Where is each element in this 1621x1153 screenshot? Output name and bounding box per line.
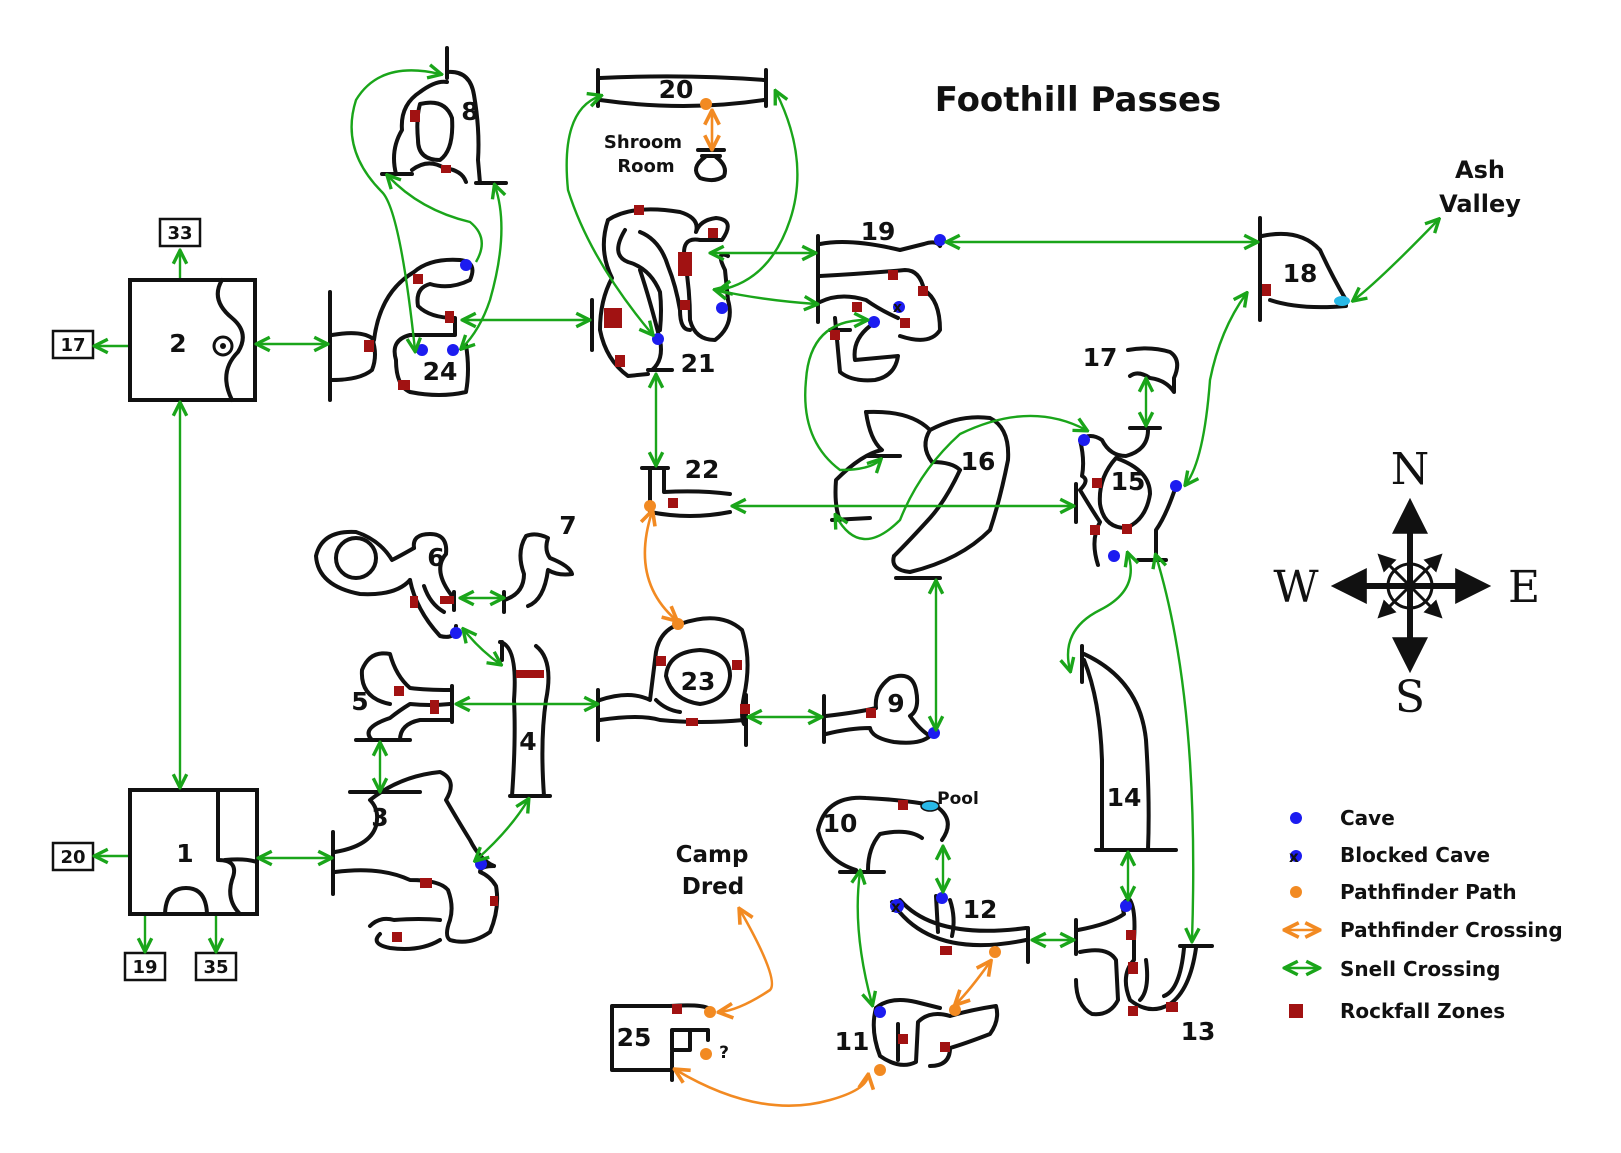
room-4[interactable]: 4 — [498, 640, 552, 798]
room-19[interactable]: x 19 — [816, 217, 946, 383]
svg-text:12: 12 — [963, 895, 998, 924]
svg-text:Rockfall Zones: Rockfall Zones — [1340, 999, 1505, 1023]
svg-text:10: 10 — [823, 809, 858, 838]
pathfinder-crossings — [645, 112, 990, 1107]
camp-dred-label[interactable]: Camp Dred — [676, 842, 749, 900]
room-23[interactable]: 23 — [596, 616, 750, 747]
room-5[interactable]: 5 — [351, 651, 454, 742]
svg-text:20: 20 — [659, 75, 694, 104]
svg-text:5: 5 — [351, 687, 368, 716]
room-18[interactable]: 18 — [1258, 216, 1350, 322]
compass-north: N — [1391, 444, 1430, 495]
svg-text:23: 23 — [681, 667, 716, 696]
svg-text:25: 25 — [617, 1023, 652, 1052]
room-7[interactable]: 7 — [502, 511, 577, 614]
svg-text:13: 13 — [1181, 1017, 1216, 1046]
svg-text:17: 17 — [60, 335, 85, 356]
svg-text:Camp: Camp — [676, 842, 749, 868]
svg-text:2: 2 — [169, 329, 186, 358]
room-1[interactable]: 1 — [128, 788, 259, 916]
svg-text:18: 18 — [1283, 259, 1318, 288]
room-24[interactable]: 24 — [328, 257, 475, 402]
svg-text:6: 6 — [427, 543, 444, 572]
svg-text:8: 8 — [461, 97, 478, 126]
room-3[interactable]: 3 — [331, 770, 500, 951]
exit-19[interactable]: 19 — [123, 951, 167, 982]
room-10[interactable]: 10 Pool — [816, 789, 979, 874]
svg-text:22: 22 — [685, 455, 720, 484]
svg-text:Dred: Dred — [682, 874, 745, 900]
svg-text:3: 3 — [371, 803, 388, 832]
room-14[interactable]: 14 — [1080, 644, 1178, 852]
svg-text:35: 35 — [203, 957, 228, 978]
legend-cave: Cave — [1290, 806, 1395, 830]
compass-west: W — [1273, 562, 1319, 613]
map-title: Foothill Passes — [935, 80, 1222, 120]
svg-text:Snell Crossing: Snell Crossing — [1340, 957, 1500, 981]
legend-snell-crossing: Snell Crossing — [1286, 957, 1500, 981]
svg-text:7: 7 — [559, 511, 576, 540]
room-17[interactable]: 17 — [1083, 343, 1180, 394]
svg-text:14: 14 — [1107, 783, 1142, 812]
room-13[interactable]: 13 — [1074, 898, 1216, 1046]
svg-text:9: 9 — [887, 689, 904, 718]
exit-33[interactable]: 33 — [158, 217, 202, 248]
room-16[interactable]: 16 — [830, 409, 1011, 580]
svg-text:21: 21 — [681, 349, 716, 378]
svg-text:Cave: Cave — [1340, 806, 1395, 830]
exit-35[interactable]: 35 — [194, 951, 238, 982]
room-15[interactable]: 15 — [1074, 426, 1182, 567]
svg-text:20: 20 — [60, 847, 85, 868]
room-20[interactable]: 20 — [596, 68, 768, 110]
exit-20[interactable]: 20 — [51, 841, 95, 872]
svg-text:x: x — [891, 898, 901, 916]
svg-text:1: 1 — [176, 839, 193, 868]
legend: Cave x Blocked Cave Pathfinder Path Path… — [1286, 806, 1563, 1023]
legend-pathfinder-path: Pathfinder Path — [1290, 880, 1517, 904]
svg-text:19: 19 — [132, 957, 157, 978]
snell-crossings — [96, 70, 1438, 1004]
svg-text:Shroom: Shroom — [604, 132, 682, 153]
svg-text:33: 33 — [167, 223, 192, 244]
svg-text:Pool: Pool — [937, 789, 979, 809]
svg-text:x: x — [1289, 848, 1299, 866]
room-2[interactable]: 2 — [128, 278, 257, 402]
svg-text:16: 16 — [961, 447, 996, 476]
legend-rockfall-zones: Rockfall Zones — [1289, 999, 1505, 1023]
legend-pathfinder-crossing: Pathfinder Crossing — [1286, 918, 1563, 942]
compass-rose: N S W E — [1273, 444, 1540, 723]
compass-east: E — [1508, 562, 1540, 613]
svg-text:Room: Room — [617, 156, 674, 177]
svg-text:4: 4 — [519, 727, 536, 756]
svg-text:24: 24 — [423, 357, 458, 386]
svg-text:x: x — [893, 300, 902, 316]
room-9[interactable]: 9 — [822, 673, 940, 745]
shroom-room[interactable]: Shroom Room — [604, 132, 727, 183]
room-22[interactable]: 22 — [640, 455, 732, 518]
room-11[interactable]: 11 — [835, 998, 1000, 1076]
svg-text:Pathfinder Crossing: Pathfinder Crossing — [1340, 918, 1563, 942]
room-8[interactable]: 8 — [380, 46, 508, 185]
ash-valley-label[interactable]: Ash Valley — [1439, 156, 1521, 218]
svg-text:19: 19 — [861, 217, 896, 246]
room-21[interactable]: 21 — [590, 205, 732, 378]
svg-text:11: 11 — [835, 1027, 870, 1056]
svg-text:Blocked Cave: Blocked Cave — [1340, 843, 1490, 867]
compass-south: S — [1395, 672, 1425, 723]
room-12[interactable]: x 12 — [890, 892, 1030, 964]
svg-text:Ash: Ash — [1455, 156, 1505, 184]
room-25[interactable]: 25 ? — [610, 1003, 729, 1082]
room-6[interactable]: 6 — [314, 529, 462, 639]
svg-text:17: 17 — [1083, 343, 1118, 372]
svg-text:Valley: Valley — [1439, 190, 1521, 218]
svg-text:Pathfinder Path: Pathfinder Path — [1340, 880, 1517, 904]
legend-blocked-cave: x Blocked Cave — [1289, 843, 1490, 867]
exit-17[interactable]: 17 — [51, 329, 95, 360]
svg-text:15: 15 — [1111, 467, 1146, 496]
svg-text:?: ? — [719, 1043, 729, 1063]
